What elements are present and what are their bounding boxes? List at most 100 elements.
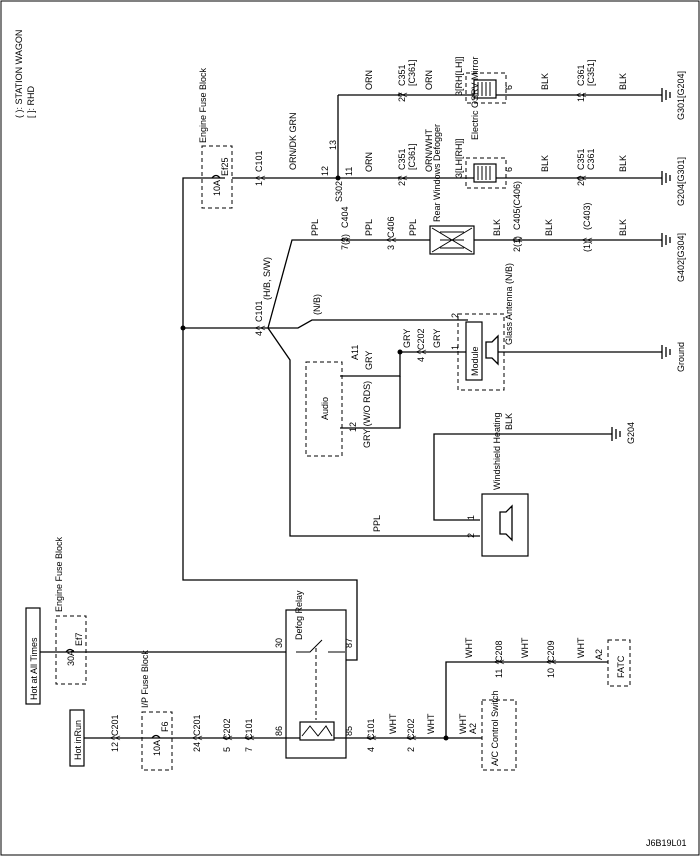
ground-g204a-label: G204[G301] [676,157,686,206]
wire-label-orn-mid: ORN [364,152,374,172]
c351-rhd-top: [C351] [586,59,596,86]
relay-pin86: 86 [274,726,284,736]
wire-label-wht-3: WHT [458,713,468,734]
legend-rhd: [ ]: RHD [26,85,36,118]
relay-pin30: 30 [274,638,284,648]
svg-text:<<: << [397,173,408,183]
fatc-box [607,639,631,687]
wire-label-wht-6: WHT [576,637,586,658]
connector-symbol: << [255,173,266,183]
svg-text:<<: << [397,90,408,100]
s302-pin11: 11 [344,167,354,176]
wire-ppl-windshield [267,327,480,537]
c405-pin: 2(1) [512,236,522,252]
antenna-symbol [485,334,499,366]
c404-pin: 7(3) [340,234,350,250]
svg-text:<<: << [222,733,233,743]
ground-label: Ground [676,342,686,372]
rear-defogger-grid [431,227,473,253]
relay-pin87: 87 [344,638,354,648]
ground-g402-label: G402[G304] [676,233,686,282]
wire-label-blk-defogger: BLK [492,219,502,236]
c351-top: C351 [397,64,407,86]
c403-pin: (1) [582,241,592,252]
c208-label: C208 [494,640,504,662]
c361-top: C361 [576,64,586,86]
c208-pin: 11 [494,669,504,678]
wire-label-wht-1: WHT [388,713,398,734]
wire-label-orn-top2: ORN [424,70,434,90]
wire-label-orn-wht: ORN/WHT [424,129,434,172]
c351-mid-right: C351 [576,148,586,170]
c351-mid: C351 [397,148,407,170]
windshield-heating-box [481,493,529,557]
c361-rhd-mid: [C361] [407,143,417,170]
c361-mid-right: C361 [586,148,596,170]
c209-label: C209 [546,640,556,662]
mirror-rh-grid [477,82,491,96]
fuse-ef25-rating: 10A [212,180,222,196]
svg-text:<<: << [576,90,587,100]
wire-label-gry-2: GRY [402,329,412,348]
defog-relay-label: Defog Relay [294,590,304,640]
windshield-pin1: 1 [466,515,476,520]
svg-text:<<: << [386,235,397,245]
legend: ( ): STATION WAGON [ ]: RHD [14,30,36,118]
ground-g204 [611,427,621,441]
c406-label: C406 [386,216,396,238]
wire-ppl-defogger [267,239,430,329]
svg-text:<<: << [416,347,427,357]
c405-label: C405(C406) [512,181,522,230]
wire-label-blk-defogger3: BLK [618,219,628,236]
audio-pin-12: 12 [348,422,358,432]
s302-pin12: 12 [320,166,330,176]
svg-text:<<: << [406,733,417,743]
ip-fuse-block [141,711,173,771]
ground-antenna [661,345,671,359]
c202-label-mid: C202 [416,328,426,350]
mirror-lh-symbol [473,163,497,183]
fuse-ef7-symbol [65,648,75,653]
c101-pin4: 4 [254,331,264,336]
fuse-ef7-label: Ef7 [74,632,84,646]
svg-text:<<: << [244,733,255,743]
svg-text:<<: << [366,733,377,743]
windshield-pin2: 2 [466,533,476,538]
c403-label: (C403) [582,202,592,230]
c101-pin4-bottom: 4 [366,747,376,752]
audio-pin-a11: A11 [350,345,360,360]
engine-fuse-block-mid [55,615,87,685]
wire-label-gry-wo-rds: GRY (W/O RDS) [362,381,372,448]
splice-s302-label: S302 [334,181,344,202]
legend-station-wagon: ( ): STATION WAGON [14,30,24,118]
fuse-ef7-rating: 30A [66,650,76,666]
c202-label-1: C202 [222,718,232,740]
wire-label-blk-mid: BLK [540,155,550,172]
wire-blk-windshield [433,433,612,521]
wire-label-wht-4: WHT [464,637,474,658]
pin3-lh: 3[LH[RH]] [454,138,464,178]
c201-label-1: C201 [110,714,120,736]
c209-pin: 10 [546,668,556,678]
wire-label-orn-top: ORN [364,70,374,90]
windshield-symbol [499,504,513,542]
wire-label-ppl-2: PPL [364,219,374,236]
wire-label-wht-2: WHT [426,713,436,734]
c406-pin: 3 [386,245,396,250]
pin6-rh: 6 [504,85,514,90]
svg-text:<<: << [582,235,593,245]
c202-label-2: C202 [406,718,416,740]
pin3-rh: 3[RH[LH]] [454,56,464,96]
module-pin1: 1 [450,345,460,350]
module-label: Module [470,346,480,376]
diagram-id: J6B19L01 [646,838,687,848]
wire-ef25-bus [182,177,358,661]
fatc-pin-a2: A2 [594,649,604,660]
pin27-mid: 27 [397,176,407,186]
windshield-heating-label: Windshield Heating [492,412,502,490]
ac-control-switch-box [481,699,517,771]
c201-pin12: 12 [110,742,120,752]
fuse-f6-label: F6 [160,721,170,732]
c361-rhd-top: [C361] [407,59,417,86]
ac-switch-pin-a2: A2 [468,723,478,734]
